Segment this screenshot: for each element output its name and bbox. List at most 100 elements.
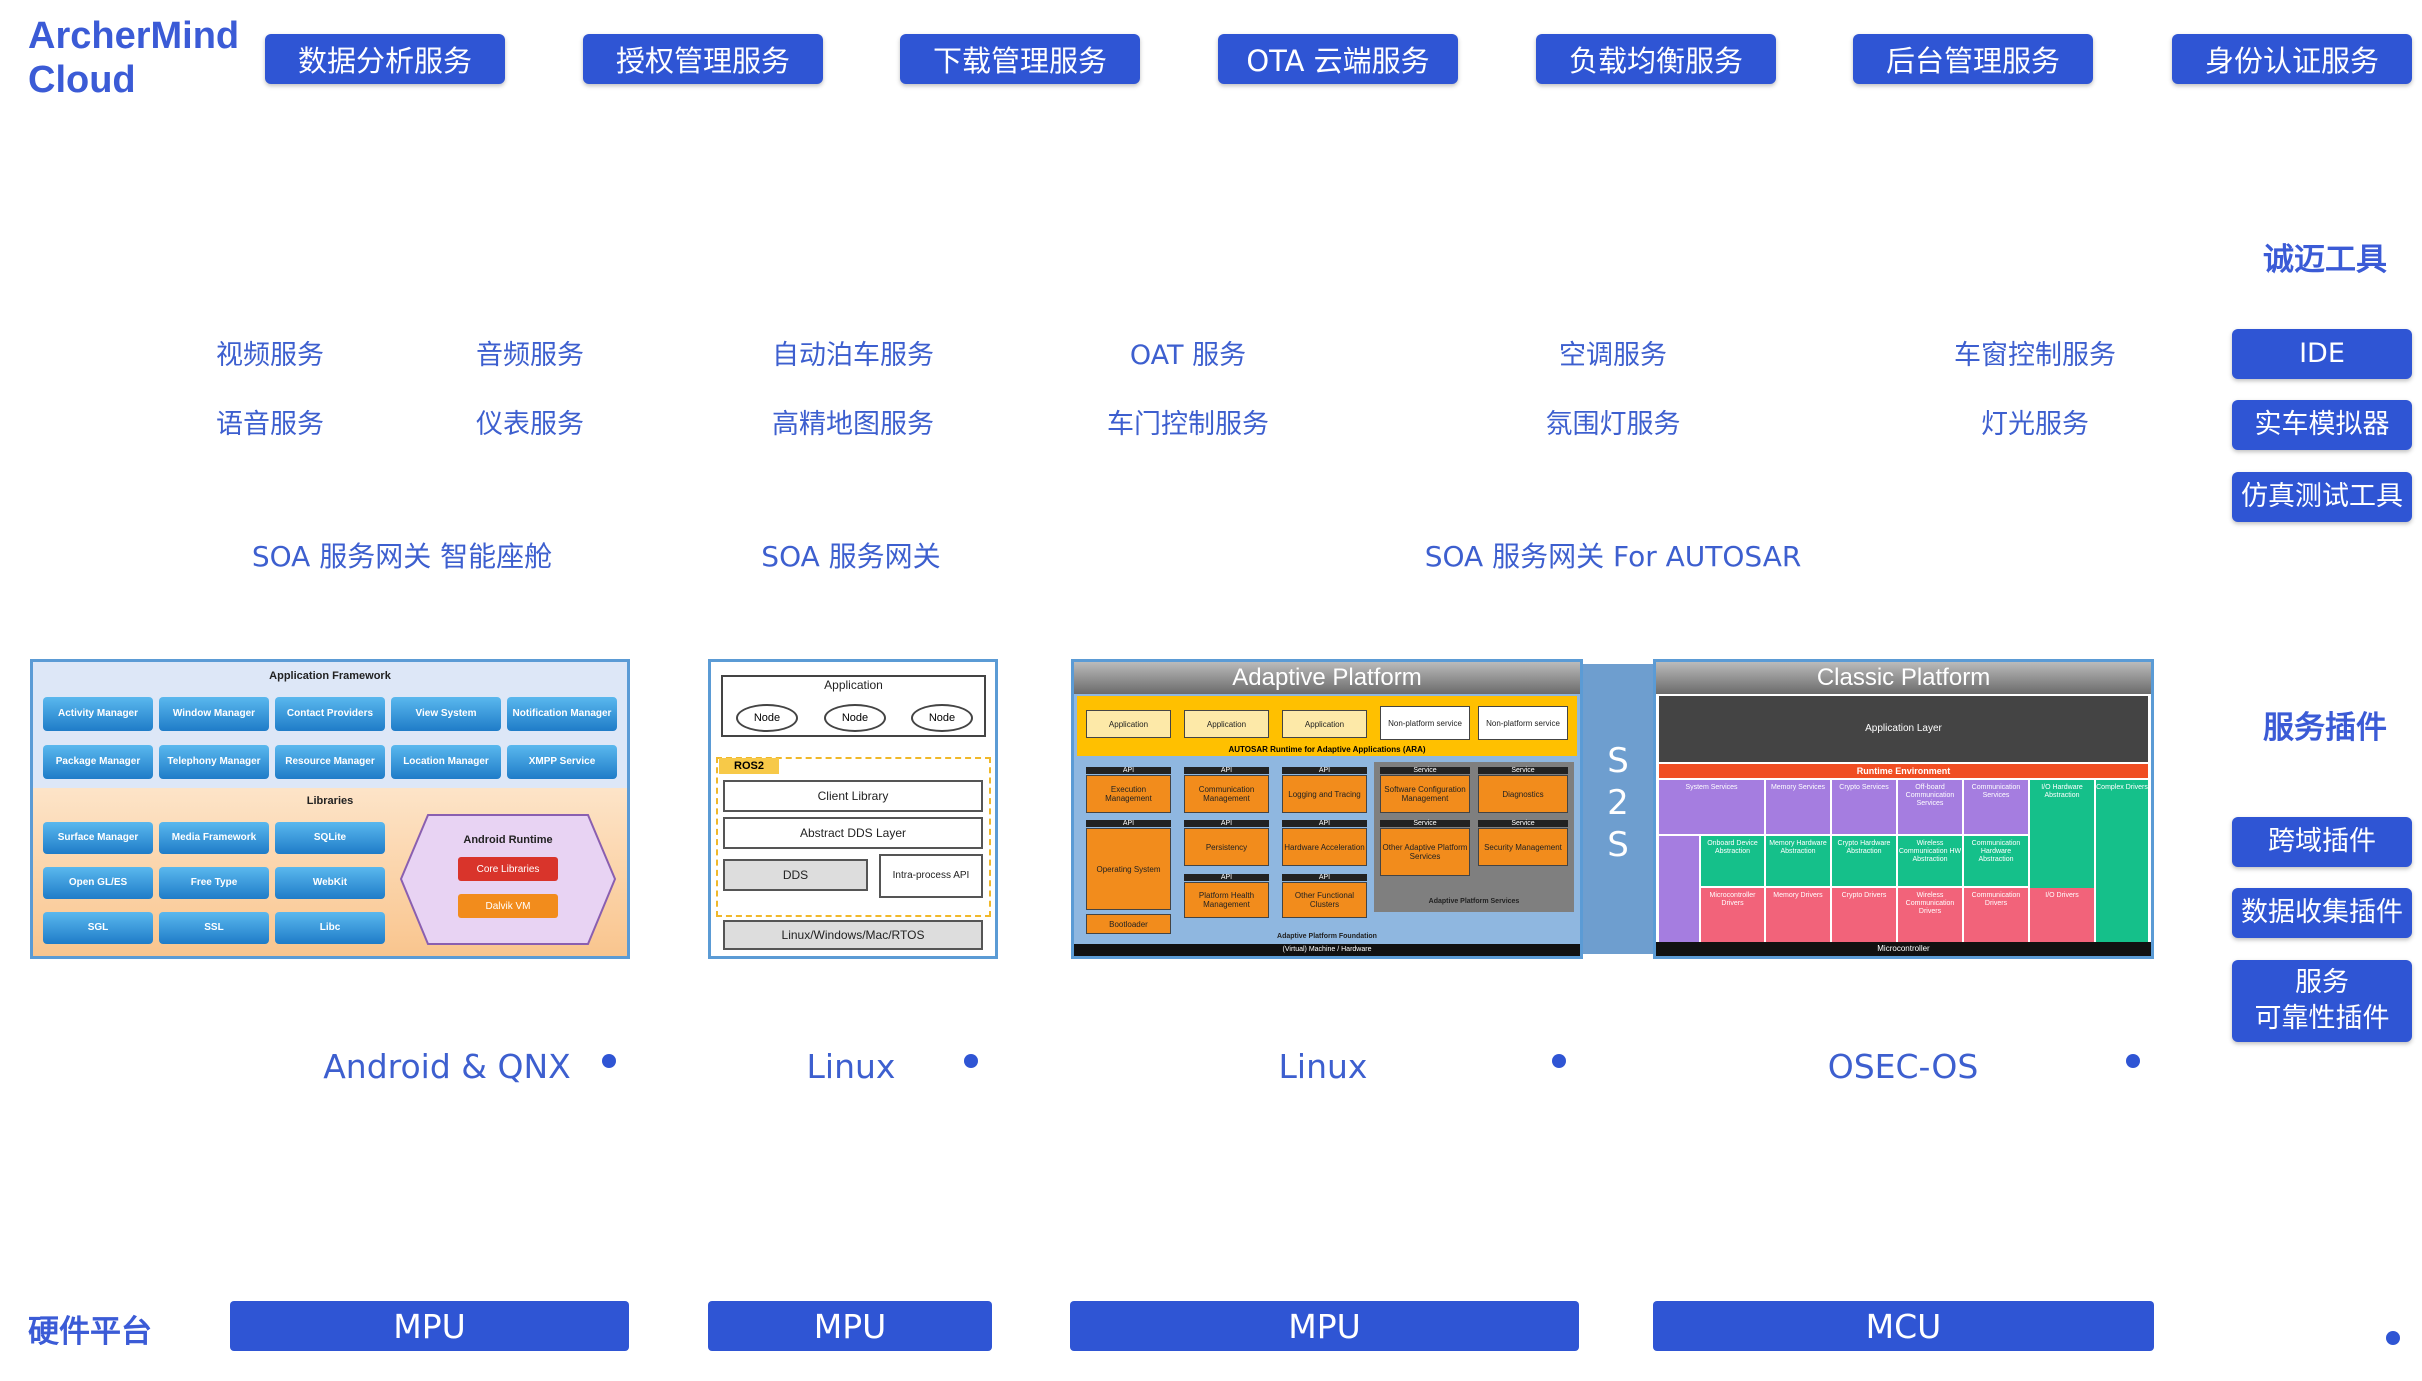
adaptive-persistency: Persistency	[1184, 828, 1269, 866]
service-oat: OAT 服务	[1129, 340, 1247, 371]
android-package-manager: Package Manager	[43, 745, 153, 779]
ros2-intra-process: Intra-process API	[879, 854, 983, 898]
android-webkit: WebKit	[275, 867, 385, 899]
cloud-service-license-button[interactable]: 授权管理服务	[583, 34, 823, 84]
android-telephony-manager: Telephony Manager	[159, 745, 269, 779]
android-libraries-title: Libraries	[306, 795, 354, 807]
os-dot-3	[1552, 1054, 1566, 1068]
adaptive-service-4: Service	[1478, 820, 1568, 827]
ros2-abstract-dds: Abstract DDS Layer	[723, 817, 983, 849]
android-notification-manager: Notification Manager	[507, 697, 617, 731]
cloud-service-data-analysis-button[interactable]: 数据分析服务	[265, 34, 505, 84]
cloud-service-load-balance-button[interactable]: 负载均衡服务	[1536, 34, 1776, 84]
plugin-data-collection-button[interactable]: 数据收集插件	[2232, 888, 2412, 938]
cloud-service-ota-button[interactable]: OTA 云端服务	[1218, 34, 1458, 84]
service-lighting: 灯光服务	[1981, 409, 2089, 440]
classic-title: Classic Platform	[1656, 662, 2151, 694]
ros2-node-3: Node	[911, 704, 973, 732]
android-xmpp-service: XMPP Service	[507, 745, 617, 779]
s2s-letter-3: S	[1607, 825, 1629, 865]
classic-crypto-hw: Crypto Hardware Abstraction	[1832, 836, 1896, 886]
service-door-control: 车门控制服务	[1107, 409, 1269, 440]
classic-comm-hw: Communication Hardware Abstraction	[1964, 836, 2028, 886]
android-window-manager: Window Manager	[159, 697, 269, 731]
adaptive-other-clusters: Other Functional Clusters	[1282, 882, 1367, 918]
classic-wireless-drivers: Wireless Communication Drivers	[1898, 888, 1962, 948]
adaptive-api-8: API	[1282, 874, 1367, 881]
classic-io-drivers: I/O Drivers	[2030, 888, 2094, 948]
adaptive-api-4: API	[1184, 820, 1269, 827]
plugin-reliability-button[interactable]: 服务 可靠性插件	[2232, 960, 2412, 1042]
adaptive-api-1: API	[1086, 767, 1171, 774]
adaptive-service-2: Service	[1380, 820, 1470, 827]
android-core-libraries: Core Libraries	[458, 857, 558, 881]
service-auto-parking: 自动泊车服务	[772, 340, 934, 371]
s2s-bridge	[1583, 664, 1653, 954]
brand-title: ArcherMind Cloud	[28, 14, 239, 102]
service-ac: 空调服务	[1559, 340, 1667, 371]
ros2-platforms: Linux/Windows/Mac/RTOS	[723, 920, 983, 950]
android-resource-manager: Resource Manager	[275, 745, 385, 779]
hardware-mcu[interactable]: MCU	[1653, 1301, 2154, 1351]
adaptive-title: Adaptive Platform	[1074, 662, 1580, 694]
adaptive-hw-accel: Hardware Acceleration	[1282, 828, 1367, 866]
plugins-title: 服务插件	[2263, 710, 2387, 746]
hardware-mpu-3[interactable]: MPU	[1070, 1301, 1579, 1351]
android-activity-manager: Activity Manager	[43, 697, 153, 731]
android-ssl: SSL	[159, 912, 269, 944]
hardware-mpu-1[interactable]: MPU	[230, 1301, 629, 1351]
adaptive-app-3: Application	[1282, 710, 1367, 738]
corner-dot	[2386, 1331, 2400, 1345]
cloud-service-auth-button[interactable]: 身份认证服务	[2172, 34, 2412, 84]
android-framework-title: Application Framework	[269, 670, 391, 682]
cloud-service-admin-button[interactable]: 后台管理服务	[1853, 34, 2093, 84]
classic-app-layer: Application Layer	[1659, 696, 2148, 762]
adaptive-services-label: Adaptive Platform Services	[1428, 898, 1520, 905]
cloud-service-download-button[interactable]: 下载管理服务	[900, 34, 1140, 84]
android-libc: Libc	[275, 912, 385, 944]
hardware-mpu-2[interactable]: MPU	[708, 1301, 992, 1351]
adaptive-sw-config: Software Configuration Management	[1380, 775, 1470, 813]
android-location-manager: Location Manager	[391, 745, 501, 779]
classic-memory-hw: Memory Hardware Abstraction	[1766, 836, 1830, 886]
tool-sim-test-button[interactable]: 仿真测试工具	[2232, 472, 2412, 522]
android-surface-manager: Surface Manager	[43, 822, 153, 854]
ros2-label: ROS2	[719, 758, 779, 774]
android-freetype: Free Type	[159, 867, 269, 899]
classic-comm-services: Communication Services	[1964, 780, 2028, 834]
classic-complex-drivers: Complex Drivers	[2096, 780, 2148, 948]
adaptive-machine: (Virtual) Machine / Hardware	[1074, 944, 1580, 956]
classic-rte: Runtime Environment	[1659, 764, 2148, 778]
adaptive-api-5: API	[1184, 874, 1269, 881]
service-audio: 音频服务	[476, 340, 584, 371]
classic-wireless-hw: Wireless Communication HW Abstraction	[1898, 836, 1962, 886]
service-hd-map: 高精地图服务	[772, 409, 934, 440]
adaptive-os: Operating System	[1086, 828, 1171, 910]
service-window-control: 车窗控制服务	[1954, 340, 2116, 371]
gateway-cockpit: SOA 服务网关 智能座舱	[251, 540, 553, 573]
os-dot-4	[2126, 1054, 2140, 1068]
ros2-application: Application	[824, 678, 883, 692]
service-video: 视频服务	[216, 340, 324, 371]
tool-vehicle-simulator-button[interactable]: 实车模拟器	[2232, 400, 2412, 450]
adaptive-comm-mgmt: Communication Management	[1184, 775, 1269, 813]
classic-onboard-device: Onboard Device Abstraction	[1701, 836, 1764, 886]
adaptive-diagnostics: Diagnostics	[1478, 775, 1568, 813]
classic-crypto-drivers: Crypto Drivers	[1832, 888, 1896, 948]
classic-crypto-services: Crypto Services	[1832, 780, 1896, 834]
hardware-title: 硬件平台	[28, 1314, 152, 1350]
brand-line-2: Cloud	[28, 59, 136, 101]
adaptive-foundation: Adaptive Platform Foundation	[1277, 933, 1377, 940]
os-label-linux-2: Linux	[1278, 1047, 1368, 1086]
ros2-dds: DDS	[723, 859, 868, 891]
plugin-cross-domain-button[interactable]: 跨域插件	[2232, 817, 2412, 867]
s2s-letter-2: 2	[1607, 783, 1629, 823]
tool-ide-button[interactable]: IDE	[2232, 329, 2412, 379]
adaptive-app-1: Application	[1086, 710, 1171, 738]
adaptive-service-3: Service	[1478, 767, 1568, 774]
android-architecture-diagram: Application Framework Activity Manager W…	[30, 659, 630, 959]
service-voice: 语音服务	[216, 409, 324, 440]
ros2-node-2: Node	[824, 704, 886, 732]
classic-microcontroller: Microcontroller	[1656, 942, 2151, 956]
s2s-label: S 2 S	[1600, 740, 1636, 866]
